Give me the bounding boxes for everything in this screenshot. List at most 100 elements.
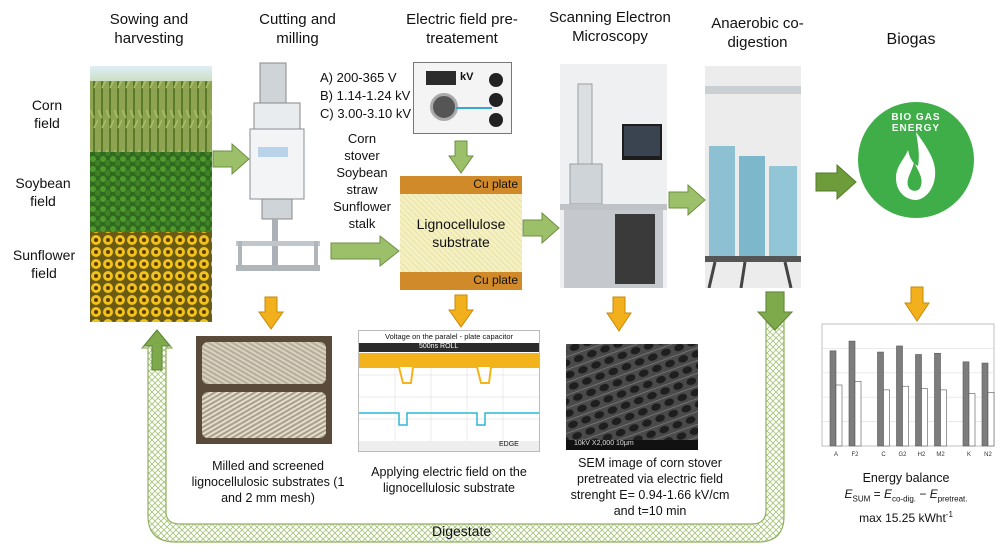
- energy-eq-sign: =: [870, 487, 884, 501]
- voltage-setting-b: B) 1.14-1.24 kV: [320, 88, 411, 103]
- biomass-soybean: Soybean: [336, 165, 388, 180]
- biomass-stover: stover: [344, 148, 380, 163]
- stage-anaerobic-title: Anaerobic co-digestion: [711, 15, 804, 51]
- arrow-sem-to-image: [606, 296, 632, 332]
- field-photos-illustration: [90, 66, 212, 322]
- chart-x-tick-label: M2: [936, 452, 945, 458]
- generator-jack-1-icon: [489, 73, 503, 87]
- sem-texture: [566, 344, 698, 450]
- chart-bar: [902, 385, 909, 447]
- capacitor-substrate-label: Lignocellulose substrate: [416, 216, 506, 250]
- biogas-logo-text: BIO GAS ENERGY: [891, 112, 941, 134]
- sample-tray-2: [202, 392, 326, 438]
- arrow-capacitor-to-sem: [522, 212, 560, 244]
- biogas-flame-icon: [896, 132, 936, 200]
- generator-jack-2-icon: [489, 93, 503, 107]
- biomass-corn: Corn: [347, 131, 377, 146]
- arrow-capacitor-to-scope: [448, 294, 474, 328]
- energy-pretreat-subscript: pretreat.: [937, 494, 968, 504]
- chart-bar: [934, 352, 941, 447]
- chart-bar: [883, 389, 890, 447]
- chart-bar: [848, 340, 856, 447]
- arrow-sem-to-digester: [668, 184, 706, 216]
- oscilloscope-title: Voltage on the paralel - plate capacitor: [384, 332, 513, 341]
- soybean-field-label: Soybean field: [15, 175, 71, 209]
- generator-wire: [456, 107, 492, 109]
- grinder-photo: [232, 55, 324, 275]
- arrow-generator-to-capacitor: [448, 140, 474, 174]
- stage-biogas-title: Biogas: [886, 31, 936, 48]
- oscilloscope-edge: EDGE: [499, 441, 519, 448]
- stage-sem-title: Scanning Electron Microscopy: [549, 9, 671, 45]
- oscilloscope-screen: Voltage on the paralel - plate capacitor…: [358, 330, 540, 452]
- chart-bar: [829, 350, 837, 447]
- stage-sowing-title: Sowing and harvesting: [109, 11, 189, 47]
- generator-display: [426, 71, 456, 85]
- energy-minus-sign: −: [916, 487, 930, 501]
- stage-cutting-title: Cutting and milling: [259, 11, 336, 47]
- chart-x-tick-label: G2: [898, 452, 907, 458]
- energy-balance-title: Energy balance: [862, 471, 950, 485]
- chart-bar: [962, 361, 970, 447]
- chart-bar: [940, 389, 947, 447]
- chart-bar: [854, 381, 862, 447]
- sem-image: 10kV X2,000 10μm: [566, 344, 698, 450]
- chart-x-tick-label: K: [967, 452, 971, 458]
- oscilloscope-status: 500ns ROLL: [419, 343, 459, 350]
- generator-jack-3-icon: [489, 113, 503, 127]
- arrow-biogas-to-balance: [904, 286, 930, 322]
- chart-bar: [968, 393, 976, 447]
- oscilloscope-footer: EDGE: [359, 441, 539, 451]
- sem-image-caption: SEM image of corn stover pretreated via …: [570, 456, 730, 518]
- oscilloscope-traces: [359, 353, 539, 441]
- digester-illustration: [705, 66, 801, 288]
- energy-balance-max: max 15.25 kWht-1: [826, 507, 986, 526]
- sample-tray-1: [202, 342, 326, 384]
- chart-bar: [921, 388, 928, 447]
- sunflower-field-label: Sunflower field: [12, 247, 76, 281]
- chart-x-tick-label: C: [881, 452, 886, 458]
- biomass-list: Corn stover Soybean straw Sunflower stal…: [322, 130, 402, 232]
- chart-x-tick-label: H2: [918, 452, 926, 458]
- capacitor-top-plate-label: Cu plate: [473, 177, 518, 191]
- energy-sum-subscript: SUM: [852, 494, 871, 504]
- biomass-sunflower: Sunflower: [333, 199, 391, 214]
- chart-x-tick-label: N2: [984, 452, 992, 458]
- chart-bar: [896, 345, 903, 447]
- capacitor-top-plate: Cu plate: [400, 176, 522, 194]
- generator-knob-icon: [430, 93, 458, 121]
- chart-bar: [877, 351, 884, 447]
- energy-balance: Energy balance ESUM = Eco-dig. − Epretre…: [826, 470, 986, 526]
- oscilloscope-status-bar: 500ns ROLL: [359, 343, 539, 352]
- voltage-setting-c: C) 3.00-3.10 kV: [320, 106, 412, 121]
- sem-microscope-photo: [560, 64, 667, 288]
- arrow-mill-to-capacitor: [330, 235, 400, 267]
- arrow-mill-to-samples: [258, 296, 284, 330]
- capacitor-bottom-plate-label: Cu plate: [473, 273, 518, 287]
- energy-max-exponent: -1: [945, 510, 953, 520]
- digestate-label: Digestate: [432, 523, 492, 539]
- chart-x-tick-label: F2: [851, 452, 859, 458]
- biogas-logo: BIO GAS ENERGY: [858, 102, 974, 218]
- arrow-digester-to-biogas: [815, 164, 857, 200]
- sem-microscope-illustration: [560, 64, 667, 288]
- milled-samples-photo: [196, 336, 332, 444]
- biomass-straw: straw: [346, 182, 378, 197]
- capacitor-bottom-plate: Cu plate: [400, 272, 522, 290]
- chart-bar: [915, 354, 922, 447]
- voltage-setting-a: A) 200-365 V: [320, 70, 397, 85]
- applying-caption: Applying electric field on the lignocell…: [371, 465, 527, 495]
- generator-kv-label: kV: [460, 71, 474, 83]
- digestate-loop: [140, 291, 794, 543]
- grinder-illustration: [236, 62, 320, 271]
- field-photos: [90, 66, 212, 322]
- milled-caption: Milled and screened lignocellulosic subs…: [191, 459, 345, 505]
- sem-scale-label: 10kV X2,000 10μm: [574, 440, 634, 447]
- energy-codig-subscript: co-dig.: [891, 494, 916, 504]
- energy-balance-equation: ESUM = Eco-dig. − Epretreat.: [844, 487, 968, 504]
- biomass-stalk: stalk: [348, 216, 376, 231]
- chart-bar: [981, 362, 989, 447]
- capacitor-substrate: Lignocellulose substrate: [400, 194, 522, 272]
- stage-electric-title: Electric field pre-treatement: [406, 11, 518, 47]
- corn-field-label: Corn field: [31, 97, 63, 131]
